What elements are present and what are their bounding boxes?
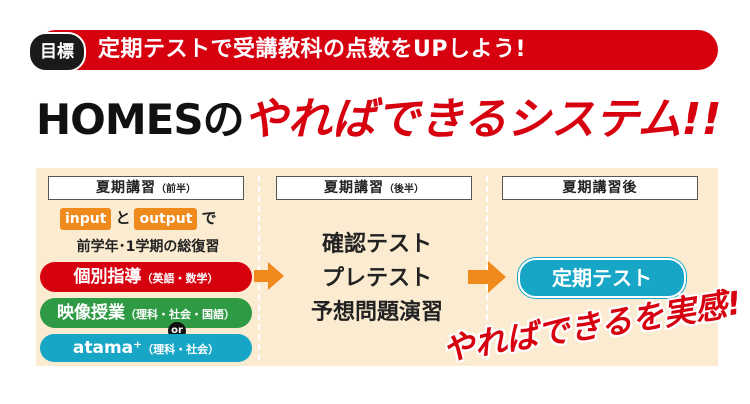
phase2-item: 予想問題演習 (310, 300, 443, 325)
headline-catch: やればできるシステム!! (243, 94, 722, 145)
option-detail: （理科・社会・国語） (125, 308, 235, 321)
option-video-lessons: 映像授業（理科・社会・国語） (40, 298, 252, 328)
arrow-shaft (254, 270, 268, 282)
option-name: 映像授業 (57, 303, 125, 323)
column-divider (258, 176, 260, 360)
column-label-text: 夏期講習後 (562, 180, 638, 196)
option-detail: （理科・社会） (142, 343, 220, 356)
goal-banner (36, 30, 718, 70)
option-individual-tutoring: 個別指導（英語・数学） (40, 262, 252, 292)
input-tag: input (60, 208, 112, 230)
option-name: atama⁺ (72, 338, 143, 358)
column-label-first-half: 夏期講習（前半） (48, 176, 244, 200)
arrow-shaft (468, 270, 488, 284)
output-tag: output (134, 208, 198, 230)
arrow-right-icon (268, 262, 284, 290)
review-text: 前学年･1学期の総復習 (76, 239, 220, 255)
column-label-text: 夏期講習 (96, 180, 156, 196)
option-atama: atama⁺（理科・社会） (40, 334, 252, 362)
headline: HOMESのやればできるシステム!! (36, 88, 722, 152)
headline-brand: HOMESの (36, 95, 245, 144)
column-label-sub: （前半） (156, 184, 196, 195)
arrow-right-icon (488, 261, 506, 293)
option-name: 個別指導 (73, 267, 142, 287)
column-label-after: 夏期講習後 (502, 176, 698, 200)
suffix-text: で (201, 209, 217, 227)
phase2-item: 確認テスト (321, 232, 432, 257)
phase2-item: プレテスト (321, 266, 432, 291)
goal-badge: 目標 (28, 32, 86, 72)
phase2-list: 確認テスト プレテスト 予想問題演習 (276, 228, 478, 330)
column-label-text: 夏期講習 (324, 180, 384, 196)
column-label-sub: （後半） (384, 184, 424, 195)
join-text: と (115, 209, 131, 227)
column-divider (486, 176, 488, 360)
goal-text: 定期テストで受講教科の点数をUPしよう! (98, 37, 527, 62)
option-detail: （英語・数学） (141, 272, 219, 285)
column-label-second-half: 夏期講習（後半） (276, 176, 472, 200)
regular-test-badge: 定期テスト (518, 258, 686, 298)
